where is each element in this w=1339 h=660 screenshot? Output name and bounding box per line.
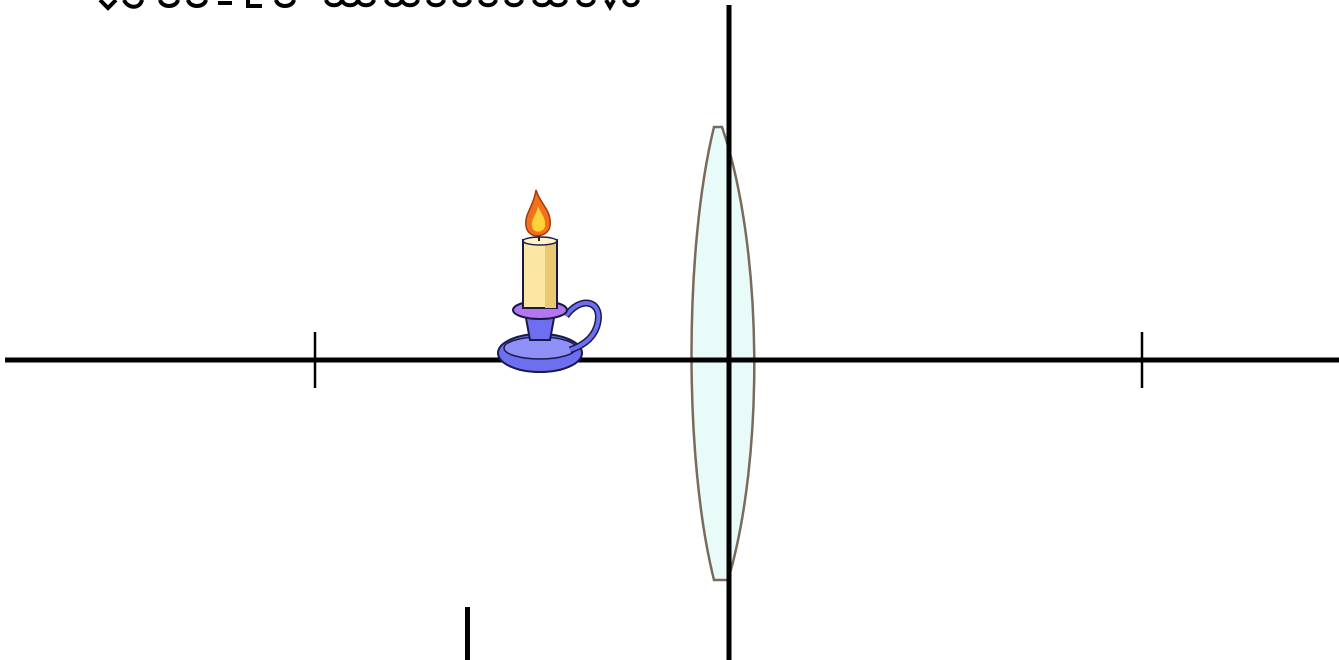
image-marker-bar <box>465 607 470 660</box>
candle-icon <box>497 189 602 373</box>
convex-lens <box>690 125 756 582</box>
clipped-title-remnant <box>98 0 640 12</box>
